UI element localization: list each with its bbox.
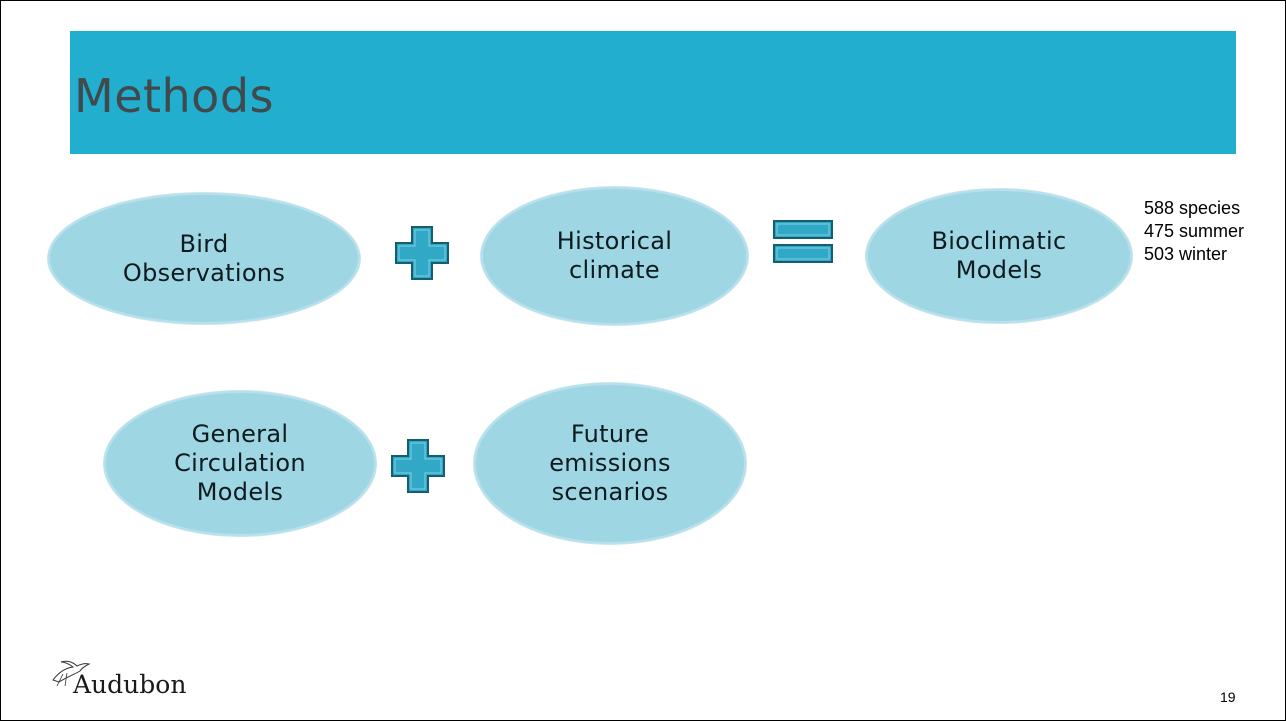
plus-icon bbox=[395, 226, 449, 280]
bird-observations-label: Bird Observations bbox=[122, 229, 286, 287]
slide-title: Methods bbox=[74, 69, 274, 123]
equals-icon bbox=[773, 220, 833, 263]
plus-icon bbox=[391, 439, 445, 493]
future-emissions-scenarios-oval: Future emissions scenarios bbox=[473, 382, 747, 545]
general-circulation-models-oval: General Circulation Models bbox=[103, 390, 377, 537]
audubon-logo-text: Audubon bbox=[73, 670, 187, 699]
bioclimatic-models-label: Bioclimatic Models bbox=[931, 227, 1067, 284]
stat-summer: 475 summer bbox=[1144, 221, 1245, 241]
bioclimatic-models-oval: Bioclimatic Models bbox=[865, 188, 1133, 324]
bird-icon bbox=[52, 660, 91, 687]
stat-species: 588 species bbox=[1144, 198, 1241, 218]
page-number: 19 bbox=[1220, 689, 1236, 705]
title-bar: Methods bbox=[70, 31, 1236, 154]
audubon-logo: Audubon bbox=[49, 658, 249, 708]
future-emissions-scenarios-label: Future emissions scenarios bbox=[549, 420, 671, 506]
general-circulation-models-label: General Circulation Models bbox=[174, 420, 306, 506]
historical-climate-oval: Historical climate bbox=[480, 186, 749, 326]
bird-observations-oval: Bird Observations bbox=[47, 192, 361, 325]
stat-winter: 503 winter bbox=[1144, 244, 1228, 264]
historical-climate-label: Historical climate bbox=[556, 227, 673, 284]
species-stats: 588 species 475 summer 503 winter bbox=[1144, 197, 1244, 266]
